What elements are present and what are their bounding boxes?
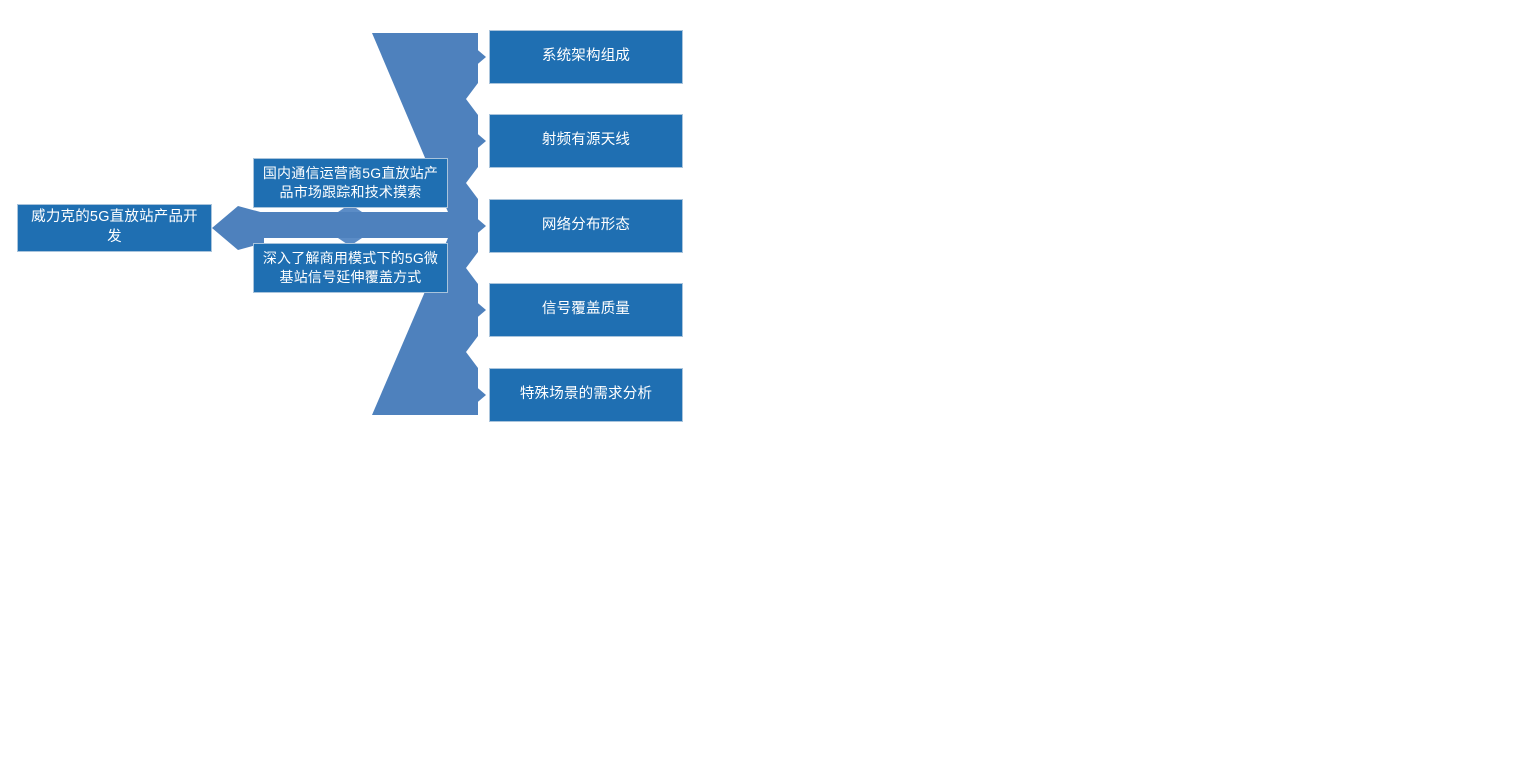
node-root-label: 威力克的5G直放站产品开发 (31, 209, 198, 245)
arrow-to-leaf-5 (466, 378, 486, 412)
spine-notch-2 (466, 167, 478, 199)
node-branch-2-label: 深入了解商用模式下的5G微 基站信号延伸覆盖方式 (262, 250, 439, 285)
spine-notch-3 (466, 252, 478, 284)
node-leaf-2[interactable]: 射频有源天线 (489, 114, 683, 168)
node-leaf-3-label: 网络分布形态 (541, 217, 631, 234)
node-leaf-4-label: 信号覆盖质量 (541, 301, 631, 318)
node-branch-1[interactable]: 国内通信运营商5G直放站产 品市场跟踪和技术摸索 (253, 158, 448, 208)
node-root[interactable]: 威力克的5G直放站产品开发 (17, 204, 212, 252)
node-leaf-3[interactable]: 网络分布形态 (489, 199, 683, 253)
node-branch-2[interactable]: 深入了解商用模式下的5G微 基站信号延伸覆盖方式 (253, 243, 448, 293)
node-branch-1-label: 国内通信运营商5G直放站产 品市场跟踪和技术摸索 (262, 165, 439, 200)
arrow-to-leaf-1 (466, 40, 486, 74)
node-leaf-1[interactable]: 系统架构组成 (489, 30, 683, 84)
funnel-spine (448, 33, 478, 415)
node-leaf-4[interactable]: 信号覆盖质量 (489, 283, 683, 337)
funnel-spine-top-corner (448, 33, 478, 60)
arrow-to-leaf-3 (466, 209, 486, 243)
node-leaf-5-label: 特殊场景的需求分析 (519, 386, 653, 403)
spine-notch-4 (466, 336, 478, 368)
node-leaf-5[interactable]: 特殊场景的需求分析 (489, 368, 683, 422)
arrow-to-leaf-4 (466, 293, 486, 327)
arrow-to-leaf-2 (466, 124, 486, 158)
branch-waist-bar (253, 212, 478, 238)
funnel-spine-bottom-corner (448, 388, 478, 415)
node-leaf-2-label: 射频有源天线 (541, 132, 631, 149)
spine-notch-1 (466, 83, 478, 115)
node-leaf-1-label: 系统架构组成 (541, 48, 631, 65)
